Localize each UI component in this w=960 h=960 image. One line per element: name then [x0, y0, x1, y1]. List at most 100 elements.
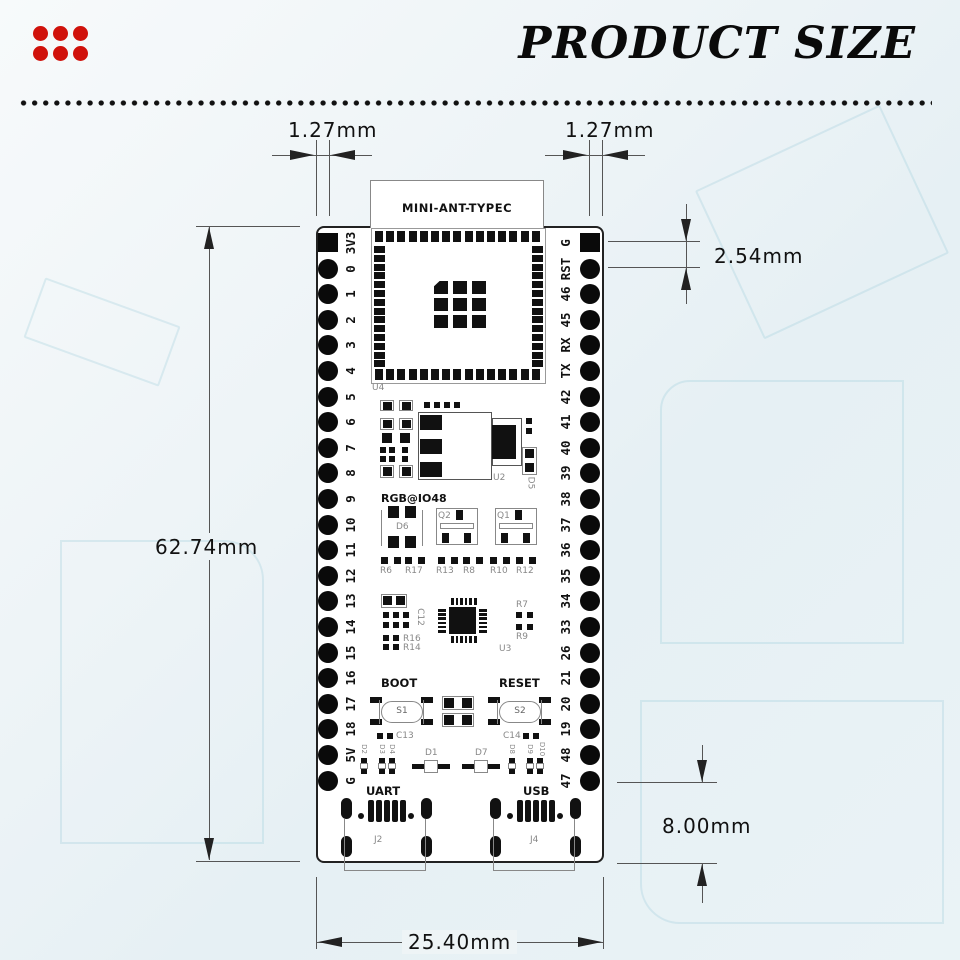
pin-right-20[interactable] — [580, 745, 600, 765]
pin-left-21[interactable] — [318, 770, 338, 791]
module-pad — [386, 231, 395, 242]
dim-board-width: 25.40mm — [402, 930, 518, 954]
pin-left-14[interactable] — [318, 591, 338, 612]
smd-pad — [462, 698, 472, 708]
chip-pin — [479, 630, 487, 633]
reset-label: RESET — [499, 676, 540, 690]
pin-left-11[interactable] — [318, 514, 338, 535]
pin-right-18[interactable] — [580, 693, 600, 714]
smd-pad — [444, 402, 450, 408]
smd-pad — [503, 557, 510, 564]
module-pad — [498, 369, 507, 380]
pin-right-14[interactable] — [580, 591, 600, 612]
smd-pad — [382, 433, 392, 443]
pin-left-13[interactable] — [318, 565, 338, 586]
connector-outline — [344, 819, 426, 871]
pin-left-18[interactable] — [318, 693, 338, 714]
pin-left-4[interactable] — [318, 335, 338, 356]
pin-right-4[interactable] — [580, 335, 600, 356]
pin-left-12[interactable] — [318, 540, 338, 561]
pin-right-17[interactable] — [580, 668, 600, 689]
smd-pad — [383, 622, 389, 628]
smd-pad — [533, 733, 539, 739]
pin-left-0[interactable] — [318, 233, 338, 252]
pin-left-15[interactable] — [318, 617, 338, 637]
pin-left-16[interactable] — [318, 642, 338, 663]
smd-pad — [451, 557, 458, 564]
pin-right-1[interactable] — [580, 258, 600, 279]
shell-pad — [490, 798, 501, 819]
designator-d6: D6 — [396, 522, 409, 532]
pin-right-6[interactable] — [580, 386, 600, 407]
pin-right-3[interactable] — [580, 309, 600, 330]
arrow-right-icon — [563, 150, 587, 160]
smd-pad — [434, 402, 440, 408]
smd-pad — [361, 769, 367, 774]
pin-right-10[interactable] — [580, 489, 600, 509]
pin-right-5[interactable] — [580, 361, 600, 381]
pin-right-0[interactable] — [580, 233, 600, 252]
pin-right-21[interactable] — [580, 770, 600, 791]
shell-pad — [341, 798, 352, 819]
pin-right-16[interactable] — [580, 642, 600, 663]
pin-right-8[interactable] — [580, 437, 600, 458]
smd-pad — [420, 462, 442, 477]
smd-pad — [537, 769, 543, 774]
dim-ext-line — [316, 140, 317, 216]
module-pad — [509, 369, 518, 380]
smd-pad — [527, 769, 533, 774]
smd-pad — [523, 533, 530, 543]
boot-label: BOOT — [381, 676, 418, 690]
pin-left-10[interactable] — [318, 489, 338, 509]
pin-left-5[interactable] — [318, 361, 338, 381]
chip-pin — [479, 617, 487, 620]
smd-pad — [402, 420, 411, 428]
smd-pad — [442, 533, 449, 543]
usb-label: USB — [523, 784, 550, 798]
capacitor — [442, 696, 474, 710]
pin-left-3[interactable] — [318, 309, 338, 330]
pin-right-2[interactable] — [580, 284, 600, 305]
smd-pad — [537, 758, 543, 763]
pin-right-12[interactable] — [580, 540, 600, 561]
module-pad — [532, 342, 543, 350]
pin-right-11[interactable] — [580, 514, 600, 535]
smd-pad — [393, 612, 399, 618]
smd-pad — [388, 536, 399, 548]
module-pad — [374, 334, 385, 341]
module-pad — [374, 254, 385, 262]
smd-pad — [412, 764, 424, 769]
pin-left-6[interactable] — [318, 386, 338, 407]
signal-pin — [400, 800, 406, 822]
logo-dots-icon — [33, 26, 89, 62]
pin-left-2[interactable] — [318, 284, 338, 305]
module-pad — [375, 231, 383, 242]
smd-pad — [402, 447, 408, 453]
smd-pad — [402, 402, 411, 410]
designator-u4: U4 — [372, 383, 385, 393]
pin-right-15[interactable] — [580, 617, 600, 637]
diode-d5 — [522, 447, 537, 475]
pin-left-17[interactable] — [318, 668, 338, 689]
pin-left-9[interactable] — [318, 463, 338, 484]
arrow-down-icon — [681, 219, 691, 241]
designator-r6: R6 — [380, 566, 392, 576]
pin-left-19[interactable] — [318, 719, 338, 740]
smd-pad — [396, 596, 405, 605]
dim-ext-line — [608, 241, 700, 242]
pin-right-13[interactable] — [580, 565, 600, 586]
smd-pad — [488, 764, 500, 769]
led-designator: D9 — [525, 744, 534, 754]
led-outline — [381, 510, 423, 546]
designator-r14: R14 — [403, 643, 421, 653]
chip-pin — [438, 617, 446, 620]
smd-pad — [387, 733, 393, 739]
transistor-body — [440, 523, 474, 529]
pin-right-19[interactable] — [580, 719, 600, 740]
pin-right-9[interactable] — [580, 463, 600, 484]
pin-right-7[interactable] — [580, 412, 600, 433]
pin-left-20[interactable] — [318, 745, 338, 765]
pin-left-8[interactable] — [318, 437, 338, 458]
pin-left-1[interactable] — [318, 258, 338, 279]
pin-left-7[interactable] — [318, 412, 338, 433]
